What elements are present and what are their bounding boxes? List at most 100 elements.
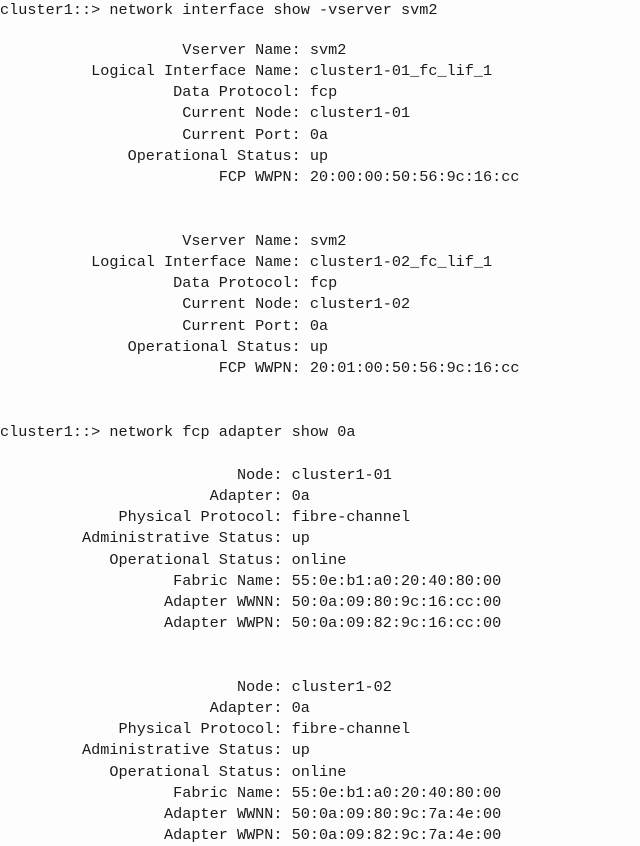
prompt: cluster1::> — [0, 1, 110, 19]
field-row: Current Node: cluster1-02 — [0, 294, 519, 315]
field-label: Current Port: — [182, 316, 301, 335]
field-value: cluster1-01 — [291, 466, 392, 484]
field-label: Adapter WWNN: — [164, 804, 283, 823]
field-label: Adapter: — [209, 699, 283, 718]
field-row: FCP WWPN: 20:01:00:50:56:9c:16:cc — [0, 358, 520, 379]
field-row: Adapter WWNN: 50:0a:09:80:9c:16:cc:00 — [0, 592, 501, 613]
field-row: Operational Status: online — [0, 550, 501, 571]
field-value: 20:00:00:50:56:9c:16:cc — [309, 167, 520, 186]
field-label: Adapter WWNN: — [164, 592, 283, 611]
field-row: Adapter WWPN: 50:0a:09:82:9c:7a:4e:00 — [0, 825, 501, 846]
field-value: 50:0a:09:80:9c:16:cc:00 — [291, 592, 502, 611]
field-value: svm2 — [309, 232, 347, 250]
command-line: cluster1::> network interface show -vser… — [0, 0, 437, 21]
field-row: Operational Status: up — [0, 337, 519, 358]
field-label: Fabric Name: — [173, 783, 283, 802]
field-value: cluster1-01_fc_lif_1 — [309, 62, 493, 81]
field-value: fcp — [309, 274, 338, 293]
field-label: Operational Status: — [127, 146, 301, 165]
field-label: FCP WWPN: — [218, 358, 301, 377]
command-text: network fcp adapter show 0a — [109, 423, 356, 441]
field-label: Logical Interface Name: — [91, 62, 301, 81]
field-row: Administrative Status: up — [0, 740, 501, 761]
field-label: Data Protocol: — [173, 274, 301, 293]
field-label: Current Node: — [182, 104, 301, 123]
field-row: Adapter WWPN: 50:0a:09:82:9c:16:cc:00 — [0, 613, 501, 634]
field-row: Logical Interface Name: cluster1-02_fc_li… — [0, 252, 519, 273]
field-row: Operational Status: online — [0, 762, 501, 783]
field-row: Adapter WWNN: 50:0a:09:80:9c:7a:4e:00 — [0, 804, 501, 825]
field-label: Operational Status: — [109, 762, 283, 781]
field-row: FCP WWPN: 20:00:00:50:56:9c:16:cc — [0, 167, 520, 188]
field-row: Adapter: 0a — [0, 486, 501, 507]
prompt: cluster1::> — [0, 423, 110, 441]
field-row: Node: cluster1-01 — [0, 465, 501, 486]
field-value: 50:0a:09:82:9c:7a:4e:00 — [291, 825, 502, 844]
field-label: Operational Status: — [127, 337, 301, 356]
field-label: Node: — [236, 678, 283, 696]
field-row: Fabric Name: 55:0e:b1:a0:20:40:80:00 — [0, 571, 501, 592]
field-label: Adapter WWPN: — [164, 613, 283, 632]
field-value: 0a — [309, 316, 329, 335]
field-row: Administrative Status: up — [0, 528, 501, 549]
field-value: up — [291, 529, 310, 548]
field-value: svm2 — [309, 41, 347, 59]
field-row: Vserver Name: svm2 — [0, 40, 519, 61]
field-value: 0a — [291, 487, 310, 506]
field-row: Current Node: cluster1-01 — [0, 103, 519, 124]
field-label: Data Protocol: — [173, 83, 301, 102]
field-label: Physical Protocol: — [118, 508, 283, 527]
field-label: Adapter WWPN: — [164, 825, 283, 844]
field-row: Adapter: 0a — [0, 698, 501, 719]
field-value: cluster1-02 — [291, 678, 392, 696]
field-label: Vserver Name: — [182, 232, 301, 250]
field-value: up — [291, 741, 310, 760]
field-label: Fabric Name: — [173, 571, 283, 590]
field-value: online — [291, 550, 347, 569]
field-value: 0a — [309, 125, 329, 144]
field-label: Vserver Name: — [182, 41, 301, 59]
field-row: Physical Protocol: fibre-channel — [0, 719, 501, 740]
field-label: Physical Protocol: — [118, 720, 283, 739]
field-row: Current Port: 0a — [0, 316, 519, 337]
field-row: Physical Protocol: fibre-channel — [0, 507, 501, 528]
command-line: cluster1::> network fcp adapter show 0a — [0, 422, 355, 443]
field-value: cluster1-02_fc_lif_1 — [309, 253, 493, 272]
field-row: Operational Status: up — [0, 146, 519, 167]
field-label: Node: — [236, 466, 283, 484]
field-row: Fabric Name: 55:0e:b1:a0:20:40:80:00 — [0, 783, 501, 804]
field-label: FCP WWPN: — [218, 167, 301, 186]
field-label: Current Port: — [182, 125, 301, 144]
field-value: up — [309, 146, 329, 165]
field-label: Logical Interface Name: — [91, 253, 301, 272]
command-text: network interface show -vserver svm2 — [109, 1, 438, 19]
field-value: cluster1-01 — [309, 104, 411, 123]
field-row: Data Protocol: fcp — [0, 82, 519, 103]
field-value: up — [309, 337, 329, 356]
field-value: 50:0a:09:80:9c:7a:4e:00 — [291, 804, 502, 823]
field-value: 50:0a:09:82:9c:16:cc:00 — [291, 613, 502, 632]
field-value: fibre-channel — [291, 508, 411, 527]
field-label: Adapter: — [209, 487, 283, 506]
field-row: Logical Interface Name: cluster1-01_fc_li… — [0, 61, 519, 82]
field-row: Current Port: 0a — [0, 125, 519, 146]
field-value: fibre-channel — [291, 720, 411, 739]
field-value: cluster1-02 — [309, 295, 411, 314]
field-value: 55:0e:b1:a0:20:40:80:00 — [291, 571, 502, 590]
field-value: 20:01:00:50:56:9c:16:cc — [309, 358, 520, 377]
field-value: fcp — [309, 83, 338, 102]
field-value: online — [291, 762, 347, 781]
field-row: Node: cluster1-02 — [0, 677, 501, 698]
field-label: Operational Status: — [109, 550, 283, 569]
field-label: Administrative Status: — [82, 741, 283, 760]
field-label: Administrative Status: — [82, 529, 283, 548]
field-row: Data Protocol: fcp — [0, 273, 519, 294]
field-row: Vserver Name: svm2 — [0, 231, 519, 252]
field-value: 55:0e:b1:a0:20:40:80:00 — [291, 783, 502, 802]
field-value: 0a — [291, 699, 310, 718]
field-label: Current Node: — [182, 295, 301, 314]
